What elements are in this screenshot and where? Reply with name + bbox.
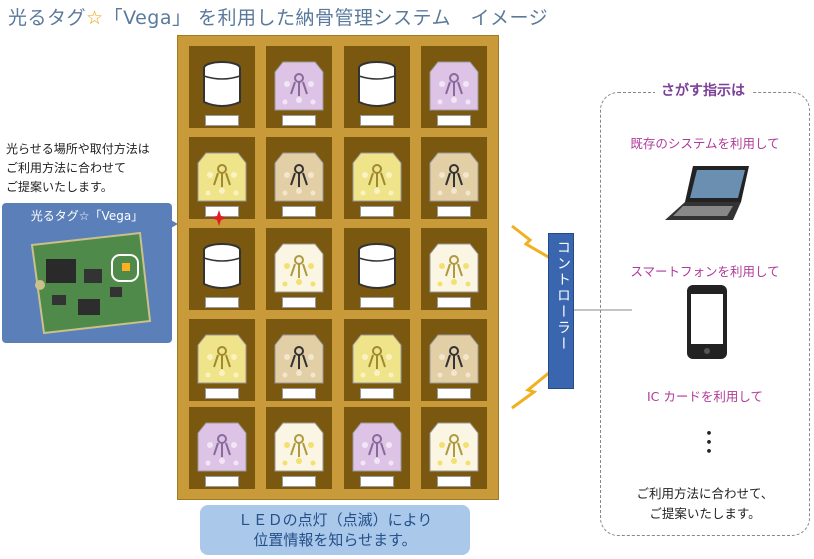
controller-label: コントローラー: [555, 240, 571, 352]
cabinet-cell: [421, 46, 487, 128]
placement-note: 光らせる場所や取付方法は ご利用方法に合わせて ご提案いたします。: [6, 142, 150, 194]
purple-urn-bag-icon: [269, 54, 329, 118]
name-plate: [205, 388, 239, 399]
page-title: 光るタグ☆「Vega」 を利用した納骨管理システム イメージ: [8, 7, 549, 29]
controller-box: コントローラー: [548, 233, 574, 389]
yellow-urn-bag-icon: [192, 145, 252, 209]
name-plate: [205, 115, 239, 126]
signal-bolt-icon: [511, 224, 551, 260]
cabinet-cell: [421, 319, 487, 401]
name-plate: [360, 388, 394, 399]
laptop-icon: [665, 166, 749, 220]
vega-tag-callout: 光るタグ☆「Vega」: [2, 203, 172, 343]
name-plate: [282, 297, 316, 308]
name-plate: [205, 297, 239, 308]
more-options-ellipsis: ・ ・ ・: [700, 424, 718, 463]
name-plate: [437, 115, 471, 126]
cabinet-cell: [344, 137, 410, 219]
circuit-board-image: [30, 231, 152, 335]
name-plate: [360, 476, 394, 487]
option-existing-system: 既存のシステムを利用して: [630, 136, 780, 151]
led-highlight: [111, 254, 139, 282]
name-plate: [437, 206, 471, 217]
name-plate: [282, 476, 316, 487]
name-plate: [205, 476, 239, 487]
search-panel-title: さがす指示は: [655, 80, 751, 100]
cabinet-cell: [266, 137, 332, 219]
cabinet-cell: [344, 319, 410, 401]
brown-urn-bag-icon: [269, 145, 329, 209]
cabinet-cell: [421, 407, 487, 489]
cabinet-cell: [266, 46, 332, 128]
cabinet-cell: [344, 228, 410, 310]
proposal-note: ご利用方法に合わせて、 ご提案いたします。: [636, 486, 774, 521]
urn-icon: [347, 236, 407, 300]
brown-urn-bag-icon: [424, 145, 484, 209]
cabinet-cell: [266, 228, 332, 310]
urn-icon: [192, 54, 252, 118]
cabinet-cell: [189, 407, 255, 489]
signal-bolt-icon: [511, 370, 551, 410]
name-plate: [360, 206, 394, 217]
callout-title: 光るタグ☆「Vega」: [30, 209, 144, 223]
dotted-urn-bag-icon: [424, 236, 484, 300]
cabinet-cell: [189, 137, 255, 219]
name-plate: [360, 297, 394, 308]
cabinet-cell: [189, 319, 255, 401]
cabinet-cell: [421, 228, 487, 310]
name-plate: [282, 388, 316, 399]
ossuary-cabinet: [177, 35, 499, 500]
cabinet-cell: [421, 137, 487, 219]
name-plate: [282, 115, 316, 126]
dotted-urn-bag-icon: [269, 415, 329, 479]
brown-urn-bag-icon: [424, 327, 484, 391]
name-plate: [437, 476, 471, 487]
smartphone-icon: [687, 285, 727, 359]
yellow-urn-bag-icon: [347, 145, 407, 209]
connector-line: [574, 309, 632, 311]
urn-icon: [347, 54, 407, 118]
cabinet-cell: [344, 407, 410, 489]
yellow-urn-bag-icon: [347, 327, 407, 391]
cabinet-cell: [189, 228, 255, 310]
cabinet-cell: [189, 46, 255, 128]
purple-urn-bag-icon: [192, 415, 252, 479]
name-plate: [437, 297, 471, 308]
purple-urn-bag-icon: [347, 415, 407, 479]
option-ic-card: IC カードを利用して: [646, 389, 763, 404]
name-plate: [360, 115, 394, 126]
option-smartphone: スマートフォンを利用して: [630, 264, 780, 279]
led-star-icon: [211, 210, 227, 226]
urn-icon: [192, 236, 252, 300]
cabinet-cell: [266, 407, 332, 489]
cabinet-cell: [344, 46, 410, 128]
cabinet-cell: [266, 319, 332, 401]
brown-urn-bag-icon: [269, 327, 329, 391]
dotted-urn-bag-icon: [269, 236, 329, 300]
led-message: ＬＥＤの点灯（点滅）により 位置情報を知らせます。: [237, 511, 433, 549]
name-plate: [282, 206, 316, 217]
purple-urn-bag-icon: [424, 54, 484, 118]
led-message-box: [200, 505, 470, 555]
yellow-urn-bag-icon: [192, 327, 252, 391]
name-plate: [437, 388, 471, 399]
dotted-urn-bag-icon: [424, 415, 484, 479]
